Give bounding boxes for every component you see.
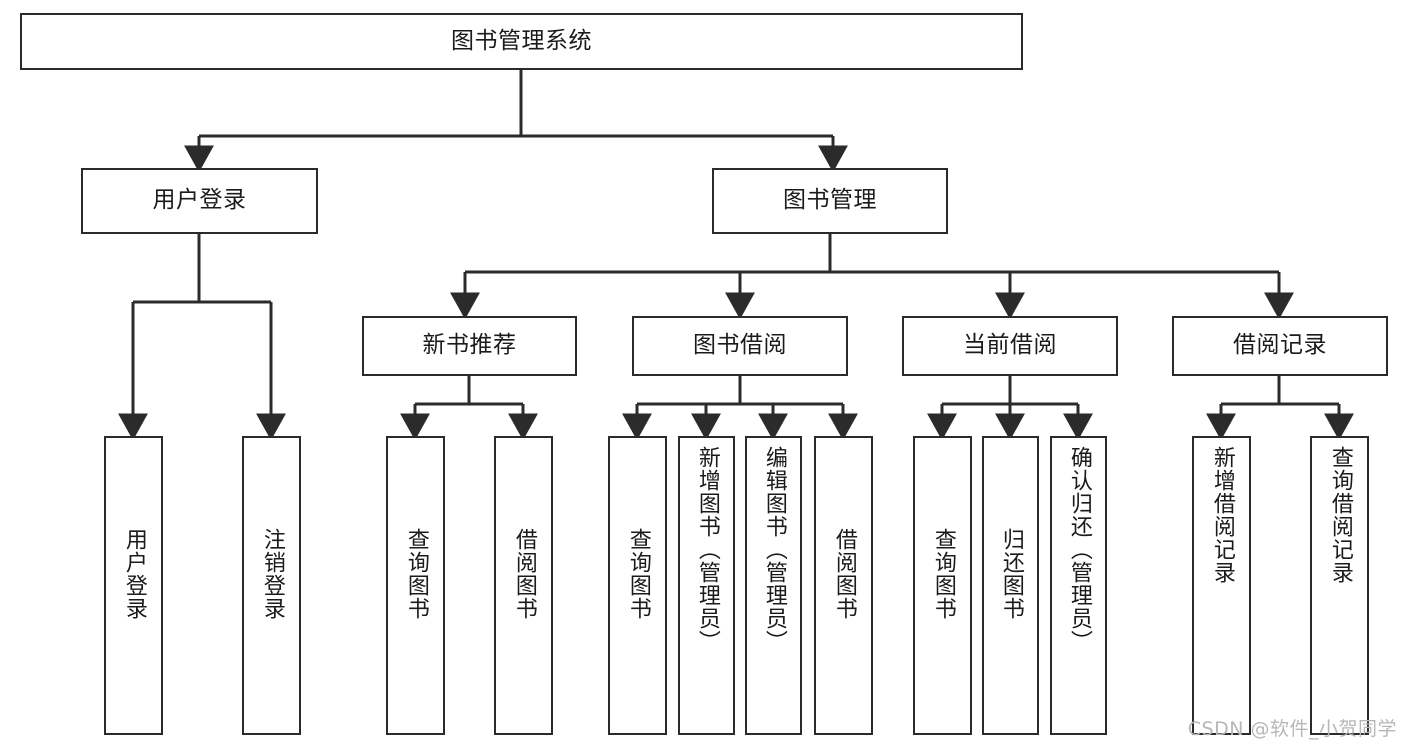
node-book-management[interactable]: 图书管理 [712,168,948,234]
node-label: 图书借阅 [693,332,787,359]
node-label: 编辑图书（管理员） [761,446,787,653]
node-leaf-user-login[interactable]: 用户登录 [104,436,163,735]
node-leaf-borrow-book-2[interactable]: 借阅图书 [814,436,873,735]
node-leaf-query-book-2[interactable]: 查询图书 [608,436,667,735]
node-label: 新书推荐 [422,332,517,359]
node-label: 借阅记录 [1233,332,1327,359]
node-current-borrow[interactable]: 当前借阅 [902,316,1118,376]
node-leaf-query-book-1[interactable]: 查询图书 [386,436,445,735]
node-leaf-confirm-return[interactable]: 确认归还（管理员） [1050,436,1107,735]
node-leaf-query-book-3[interactable]: 查询图书 [913,436,972,735]
node-leaf-edit-book[interactable]: 编辑图书（管理员） [745,436,802,735]
node-label: 用户登录 [121,528,147,620]
node-root-book-management-system[interactable]: 图书管理系统 [20,13,1023,70]
node-label: 查询图书 [403,528,429,620]
node-new-book-recommend[interactable]: 新书推荐 [362,316,577,376]
node-leaf-return-book[interactable]: 归还图书 [982,436,1039,735]
node-label: 借阅图书 [831,528,857,620]
node-label: 图书管理 [783,187,877,214]
node-label: 查询借阅记录 [1327,446,1353,584]
node-leaf-query-record[interactable]: 查询借阅记录 [1310,436,1369,735]
node-label: 用户登录 [152,187,247,214]
node-label: 归还图书 [998,528,1024,620]
node-label: 当前借阅 [963,332,1057,359]
node-borrow-record[interactable]: 借阅记录 [1172,316,1388,376]
node-label: 图书管理系统 [451,27,592,54]
node-label: 新增借阅记录 [1209,446,1235,584]
node-leaf-logout[interactable]: 注销登录 [242,436,301,735]
node-user-login[interactable]: 用户登录 [81,168,318,234]
node-label: 注销登录 [259,528,285,620]
node-label: 查询图书 [625,528,651,620]
node-label: 借阅图书 [511,528,537,620]
node-label: 确认归还（管理员） [1066,446,1092,653]
node-label: 新增图书（管理员） [694,446,720,653]
watermark: CSDN @软件_小贺同学 [1187,718,1397,740]
node-leaf-add-record[interactable]: 新增借阅记录 [1192,436,1251,735]
node-leaf-borrow-book-1[interactable]: 借阅图书 [494,436,553,735]
node-leaf-add-book[interactable]: 新增图书（管理员） [678,436,735,735]
node-book-borrow[interactable]: 图书借阅 [632,316,848,376]
node-label: 查询图书 [930,528,956,620]
